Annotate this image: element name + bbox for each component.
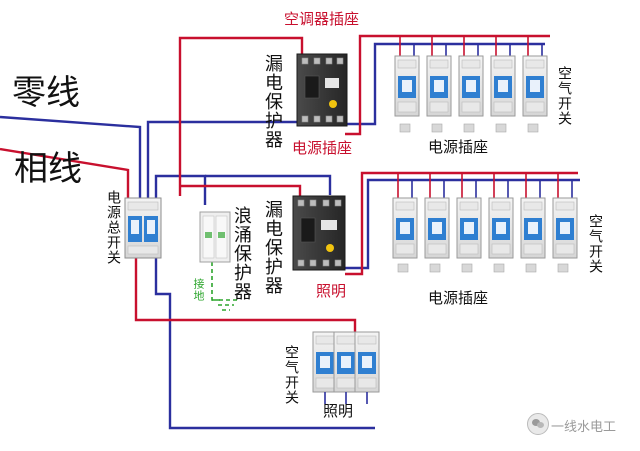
surge-protector-label: 浪涌保护器 — [231, 206, 252, 301]
live-rcd2-to-outlets — [345, 171, 578, 276]
lighting-label: 照明 — [323, 402, 354, 420]
wechat-icon — [527, 413, 549, 435]
ac-outlet-label: 空调器插座 — [284, 10, 360, 28]
neutral-wiring — [0, 42, 580, 430]
power-outlet-label-1: 电源插座 — [428, 138, 489, 156]
rcd-2 — [292, 195, 346, 271]
rcd-2-label: 漏电保护器 — [262, 200, 283, 295]
main-switch — [124, 197, 162, 259]
power-outlet-label-2: 电源插座 — [428, 289, 489, 307]
outlet-terminals-row2 — [397, 263, 569, 273]
outlet-row2-drops — [397, 173, 573, 200]
outlet-breakers-row1 — [394, 55, 548, 117]
ground-label: 接地 — [192, 278, 205, 302]
outlet-terminals-row1 — [399, 123, 539, 133]
live-line-label: 相线 — [14, 149, 82, 189]
neutral-line-label: 零线 — [12, 73, 80, 113]
main-switch-label: 电源总开关 — [105, 190, 121, 265]
lighting-output-wires — [324, 392, 368, 404]
watermark: 一线水电工 — [527, 412, 627, 435]
air-switch-label-2: 空气开关 — [587, 214, 603, 274]
live-line-main — [0, 147, 130, 198]
neutral-rcd1-to-outlets — [335, 42, 545, 126]
lighting-label-red: 照明 — [316, 282, 347, 300]
ground-wiring — [211, 262, 238, 311]
neutral-rcd2-to-outlets — [338, 178, 580, 270]
live-rcd1-to-outlets — [345, 34, 550, 136]
live-to-rcd1 — [178, 36, 304, 196]
outlet-row1-drops — [399, 36, 543, 58]
rcd-1-label: 漏电保护器 — [262, 54, 283, 149]
rcd-1-outlet-label: 电源插座 — [292, 139, 353, 157]
air-switch-label-3: 空气开关 — [283, 345, 299, 405]
neutral-rcd2-bus — [205, 174, 332, 195]
watermark-text: 一线水电工 — [551, 420, 617, 435]
live-wiring — [0, 34, 578, 332]
air-switch-label-1: 空气开关 — [556, 66, 572, 126]
neutral-lighting — [154, 258, 375, 430]
surge-protector — [199, 211, 231, 263]
outlet-breakers-row2 — [392, 197, 578, 259]
live-to-lighting — [134, 258, 357, 332]
neutral-line-main — [0, 115, 142, 198]
live-to-rcd2 — [180, 184, 302, 196]
lighting-breakers — [312, 331, 380, 393]
rcd-1 — [296, 53, 348, 127]
